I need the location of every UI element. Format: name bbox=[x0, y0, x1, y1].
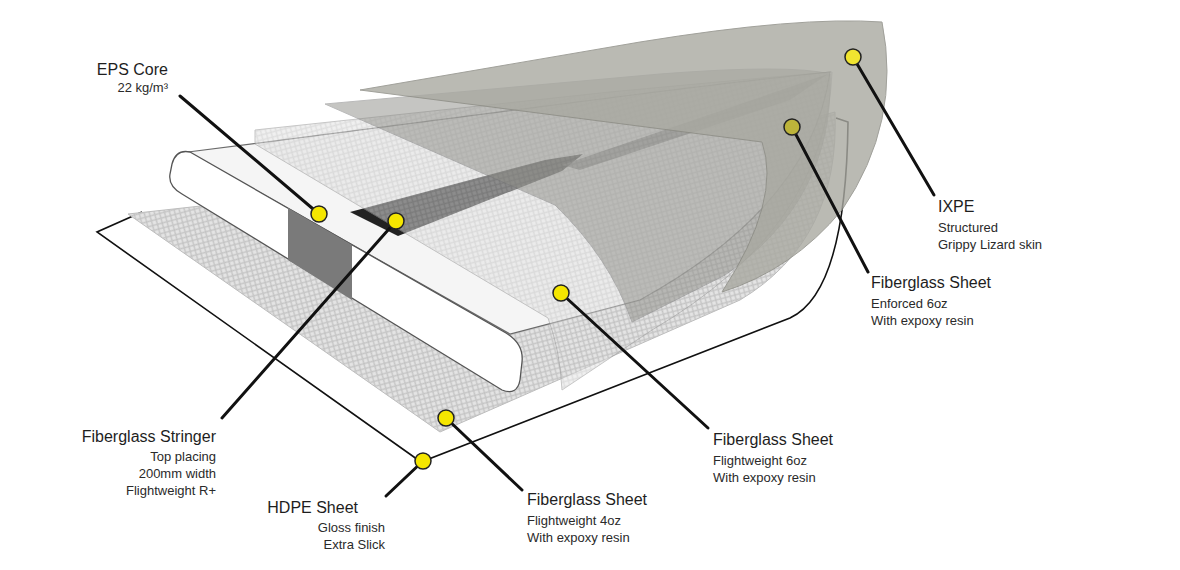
leader-line bbox=[792, 127, 868, 272]
callout-title: EPS Core bbox=[97, 60, 168, 79]
callout-dot bbox=[438, 410, 454, 426]
callout-title: Fiberglass Sheet bbox=[871, 273, 991, 292]
callout-text: Flightweight 4oz With expoxy resin bbox=[527, 512, 630, 546]
callout-title: IXPE bbox=[938, 197, 974, 216]
callout-title: HDPE Sheet bbox=[267, 498, 358, 517]
leader-line bbox=[561, 293, 708, 428]
callout-dot bbox=[553, 285, 569, 301]
leader-line bbox=[853, 57, 934, 195]
callout-text: Structured Grippy Lizard skin bbox=[938, 219, 1042, 253]
leader-line bbox=[180, 96, 319, 214]
leader-line bbox=[222, 221, 396, 418]
callout-dot bbox=[388, 213, 404, 229]
callout-text: Gloss finish Extra Slick bbox=[318, 519, 385, 553]
leader-line bbox=[446, 418, 522, 490]
callout-title: Fiberglass Sheet bbox=[527, 490, 647, 509]
ixpe-skin bbox=[360, 21, 887, 292]
callout-text: Flightweight 6oz With expoxy resin bbox=[713, 452, 816, 486]
callout-text: Top placing 200mm width Flightweight R+ bbox=[126, 448, 216, 499]
callout-dots bbox=[311, 49, 861, 469]
callout-text: Enforced 6oz With expoxy resin bbox=[871, 295, 974, 329]
callout-title: Fiberglass Sheet bbox=[713, 430, 833, 449]
callout-dot bbox=[784, 119, 800, 135]
callout-title: Fiberglass Stringer bbox=[82, 427, 216, 446]
callout-dot bbox=[845, 49, 861, 65]
callout-text: 22 kg/m³ bbox=[117, 79, 168, 96]
callout-dot bbox=[311, 206, 327, 222]
callout-dot bbox=[415, 453, 431, 469]
leader-lines bbox=[180, 57, 934, 496]
